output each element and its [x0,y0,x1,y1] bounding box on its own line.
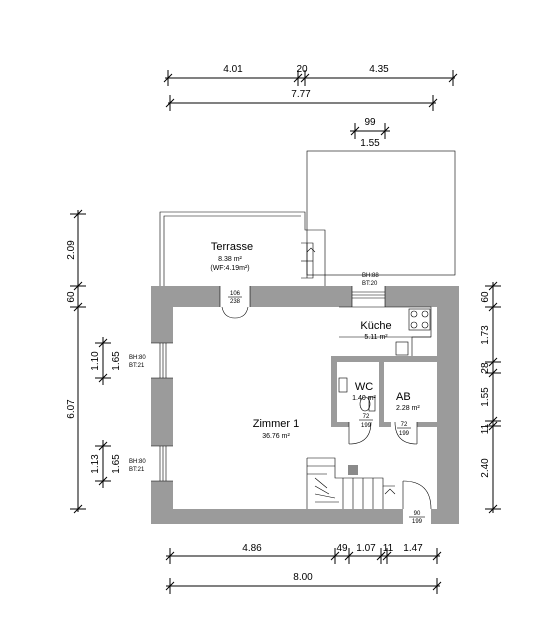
dim-left-1-10: 1.10 [90,351,101,371]
dim-left-6-07: 6.07 [66,399,77,419]
terrasse-area: 8.38 m² [218,256,242,263]
dim-top-99: 99 [364,117,376,128]
window-left-upper-bt: BT:21 [129,363,145,369]
ab-door-height: 199 [399,431,410,437]
window-left-lower-bt: BT:21 [129,467,145,473]
dim-right-1-73: 1.73 [480,325,491,345]
dim-bottom-49: 49 [336,543,348,554]
dim-top-7-77: 7.77 [291,89,311,100]
upper-balcony-outline [306,150,456,276]
dim-right-11: 11 [480,423,491,434]
zimmer1-name: Zimmer 1 [253,418,299,430]
dim-left-1-13: 1.13 [90,454,101,474]
dim-left-60: 60 [66,291,77,303]
kueche-name: Küche [360,320,391,332]
ab-name: AB [396,391,411,403]
terrace-door-height: 238 [230,299,241,305]
dim-top-20: 20 [296,64,308,75]
wc-area: 1.40 m² [352,395,376,402]
bottom-dimension-chain-2: 8.00 [165,572,442,594]
terrasse-area-note: (WF:4.19m²) [210,265,249,272]
wc-door-height: 199 [361,423,372,429]
left-dimension-chain-outer: 2.09 60 6.07 [66,209,86,514]
bottom-dimension-chain-1: 4.86 49 1.07 11 1.47 [165,543,442,564]
kueche-area: 5.11 m² [364,334,388,341]
wc-fixtures [338,377,376,412]
ab-door-width: 72 [401,422,408,428]
entry-door-width: 90 [414,511,421,517]
entry-door-opening [403,509,431,524]
window-left-lower [151,446,173,481]
dim-bottom-11: 11 [383,543,394,554]
zimmer1-area: 36.76 m² [262,433,290,440]
dim-top-4-01: 4.01 [223,64,243,75]
dim-right-1-55: 1.55 [480,387,491,407]
dim-left-1-65-lower: 1.65 [111,454,122,474]
window-left-upper-bh: BH:80 [129,355,146,361]
entry-door-height: 199 [412,519,423,525]
dim-left-2-09: 2.09 [66,240,77,260]
top-dimension-chain-2: 7.77 [165,89,438,111]
left-dimension-chain-inner-upper: 1.10 1.65 [90,337,122,385]
top-dimension-chain-1: 4.01 20 4.35 [163,64,458,86]
top-dimension-chain-3: 99 1.55 [350,117,390,149]
terrace-door-width: 106 [230,291,241,297]
wc-name: WC [355,381,373,393]
window-left-upper [151,343,173,378]
window-left-lower-bh: BH:80 [129,459,146,465]
dim-bottom-4-86: 4.86 [242,543,262,554]
left-dimension-chain-inner-lower: 1.13 1.65 [90,440,122,488]
column [348,465,358,475]
dim-right-60: 60 [480,291,491,303]
wc-door-width: 72 [363,414,370,420]
terrace-outline [159,211,326,286]
dim-top-4-35: 4.35 [369,64,389,75]
kitchen-window [352,286,385,307]
dim-bottom-1-47: 1.47 [403,543,423,554]
dim-top-1-55: 1.55 [360,138,380,149]
dim-left-1-65-upper: 1.65 [111,351,122,371]
dim-bottom-1-07: 1.07 [356,543,376,554]
wc-door [348,421,372,445]
dim-right-28: 28 [480,362,491,374]
right-dimension-chain: 60 1.73 28 1.55 11 2.40 [480,281,501,514]
kitchen-counter [339,306,432,356]
terrasse-name: Terrasse [211,241,253,253]
dim-right-2-40: 2.40 [480,458,491,478]
interior-walls [331,356,437,427]
kitchen-window-bh: BH:88 [362,273,379,279]
staircase [306,457,396,509]
kitchen-window-bt: BT:20 [362,281,378,287]
dim-bottom-8-00: 8.00 [293,572,313,583]
ab-area: 2.28 m² [396,405,420,412]
ab-door [394,421,418,445]
